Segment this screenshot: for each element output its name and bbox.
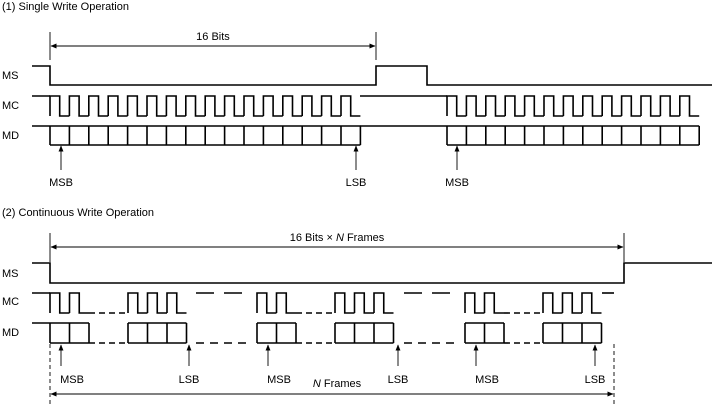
section2-markers: MSB LSB MSB LSB MSB LSB bbox=[58, 344, 606, 386]
msb-label: MSB bbox=[49, 177, 73, 189]
bottom-nframes-label: N Frames bbox=[313, 378, 362, 390]
md-waveform bbox=[32, 125, 701, 146]
md2-label: MD bbox=[2, 327, 19, 339]
mc2-label: MC bbox=[2, 296, 19, 308]
span-nframes-label: 16 Bits × N Frames bbox=[290, 232, 385, 244]
ms2-waveform bbox=[32, 262, 712, 284]
mc-waveform bbox=[32, 95, 700, 117]
ms2-label: MS bbox=[2, 268, 19, 280]
mc2-clock-group bbox=[334, 292, 394, 314]
section2-title: (2) Continuous Write Operation bbox=[2, 207, 154, 219]
md2-waveform bbox=[32, 322, 603, 344]
lsb-label: LSB bbox=[388, 374, 409, 386]
mc2-clock-group bbox=[49, 292, 89, 314]
msb-label: MSB bbox=[475, 374, 499, 386]
md-label: MD bbox=[2, 130, 19, 142]
mc2-clock-group bbox=[127, 292, 187, 314]
span-16bits-label: 16 Bits bbox=[196, 31, 230, 43]
ms-label: MS bbox=[2, 70, 19, 82]
lsb-label: LSB bbox=[179, 374, 200, 386]
mc2-clock-group bbox=[256, 292, 296, 314]
mc-label: MC bbox=[2, 100, 19, 112]
mc2-clock-group bbox=[464, 292, 504, 314]
mc-clock-burst-next bbox=[446, 95, 700, 117]
mc-clock-burst bbox=[49, 95, 361, 117]
msb-label: MSB bbox=[60, 374, 84, 386]
msb-label: MSB bbox=[267, 374, 291, 386]
msb-next-label: MSB bbox=[445, 177, 469, 189]
section1-title: (1) Single Write Operation bbox=[2, 1, 129, 13]
mc2-waveform bbox=[32, 292, 614, 314]
ms-waveform bbox=[32, 65, 712, 86]
lsb-label: LSB bbox=[585, 374, 606, 386]
lsb-label: LSB bbox=[346, 177, 367, 189]
mc2-clock-group bbox=[542, 292, 602, 314]
